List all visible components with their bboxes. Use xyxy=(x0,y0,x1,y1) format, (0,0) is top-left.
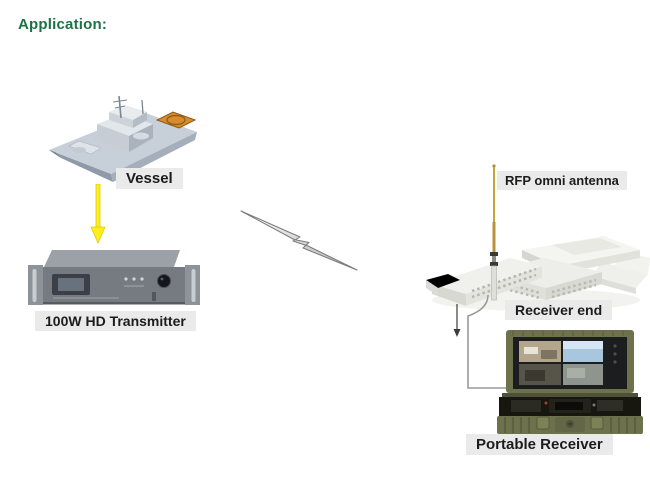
antenna-label: RFP omni antenna xyxy=(497,171,627,190)
vessel-illustration ship-icon xyxy=(49,95,197,182)
receiver-end-label: Receiver end xyxy=(505,300,613,320)
antenna-feed-cable xyxy=(467,294,524,389)
portable-receiver-illustration rugged-case-icon xyxy=(497,330,643,434)
small-down-arrow-icon xyxy=(453,304,461,337)
lightning-bolt-icon rf-link-icon xyxy=(240,210,358,271)
portable-receiver-label: Portable Receiver xyxy=(466,434,613,455)
building-illustration xyxy=(426,236,650,311)
vessel-label: Vessel xyxy=(116,168,183,189)
yellow-down-arrow-icon xyxy=(90,184,106,244)
page-title: Application: xyxy=(18,16,108,33)
omni-antenna-icon antenna-mast xyxy=(490,164,498,301)
transmitter-illustration xyxy=(28,250,200,305)
transmitter-label: 100W HD Transmitter xyxy=(35,311,196,331)
